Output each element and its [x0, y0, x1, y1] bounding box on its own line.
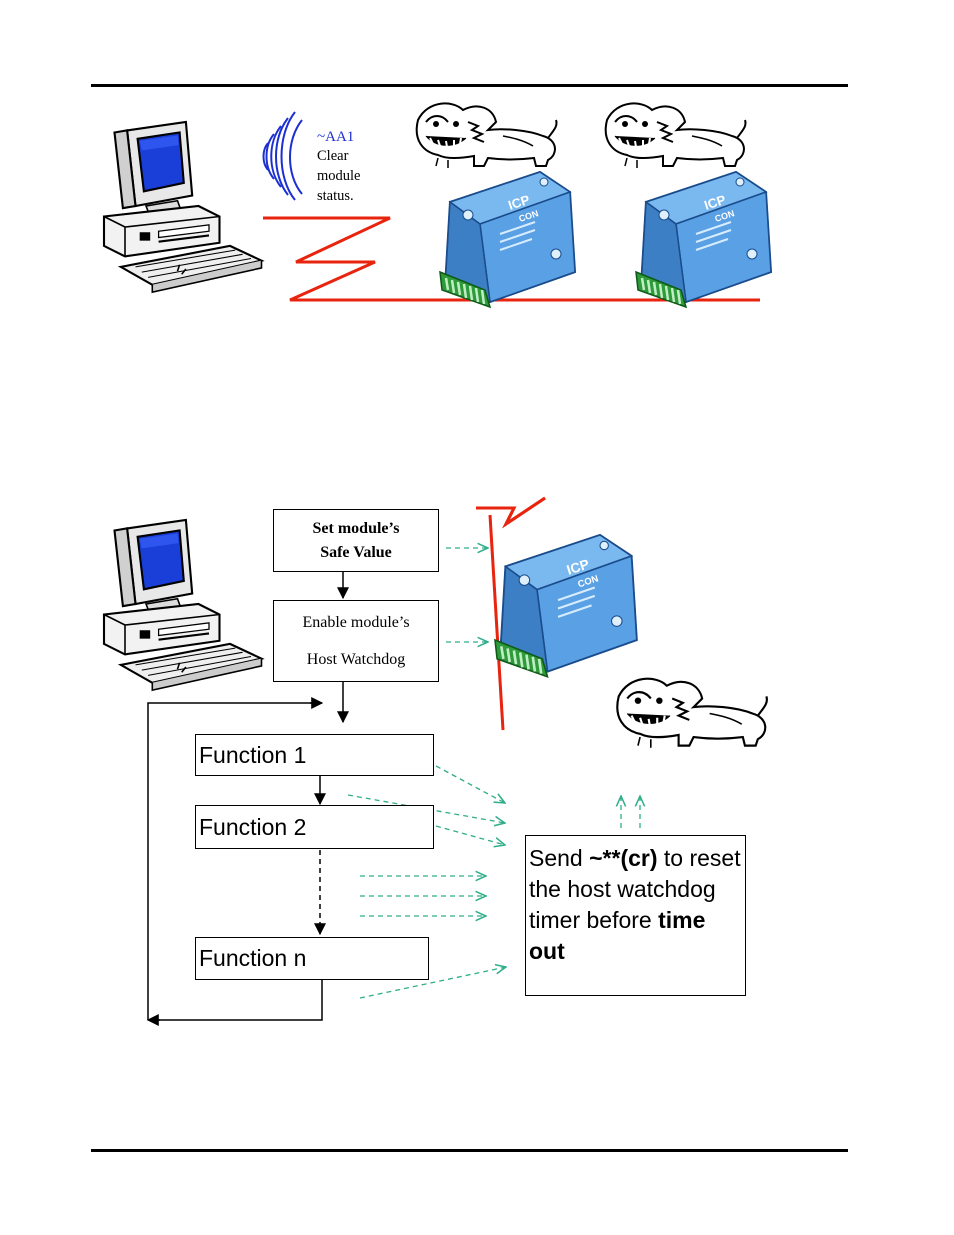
- description-line: module: [317, 168, 361, 184]
- dog-1: [415, 102, 558, 169]
- dashed-arrows: [347, 548, 640, 999]
- note-part2: to reset the host watchdog timer before: [529, 845, 741, 933]
- note-emphasis: time out: [529, 907, 706, 964]
- dog-3: [616, 677, 768, 749]
- step2-line: Host Watchdog: [306, 651, 406, 668]
- bottom-rule: [91, 1149, 848, 1152]
- reset-watchdog-note: Send ~**(cr) to reset the host watchdog …: [525, 835, 746, 996]
- flow-arrows: [146, 572, 349, 1026]
- note-part1: Send: [529, 845, 590, 871]
- description-line: status.: [317, 188, 354, 204]
- function-label: Function n: [199, 945, 307, 971]
- function-1-box: Function 1: [195, 734, 434, 776]
- step1-line: Safe Value: [320, 543, 392, 561]
- top-rule: [91, 84, 848, 87]
- rs485-line-fig1: [263, 216, 760, 302]
- command-label: ~AA1: [317, 127, 354, 147]
- function-label: Function 2: [199, 813, 307, 840]
- module-3: [493, 533, 639, 679]
- function-2-box: Function 2: [195, 805, 434, 849]
- command-code: ~AA1: [317, 129, 355, 145]
- function-label: Function 1: [199, 741, 307, 768]
- step-set-safe-value: Set module’s Safe Value: [273, 509, 439, 572]
- function-n-box: Function n: [195, 937, 429, 980]
- figure1-computer: [102, 120, 263, 294]
- command-description: Clear module status.: [317, 146, 361, 206]
- signal-arcs: [262, 111, 303, 201]
- module-2: [634, 170, 773, 309]
- step1-line: Set module’s: [312, 519, 400, 537]
- step2-line: Enable module’s: [302, 614, 410, 631]
- description-line: Clear: [317, 148, 349, 164]
- step-enable-host-watchdog: Enable module’s Host Watchdog: [273, 600, 439, 682]
- figure2-computer: [102, 518, 263, 692]
- module-1: [438, 170, 577, 309]
- dog-2: [604, 102, 747, 169]
- note-command: ~**(cr): [589, 845, 658, 871]
